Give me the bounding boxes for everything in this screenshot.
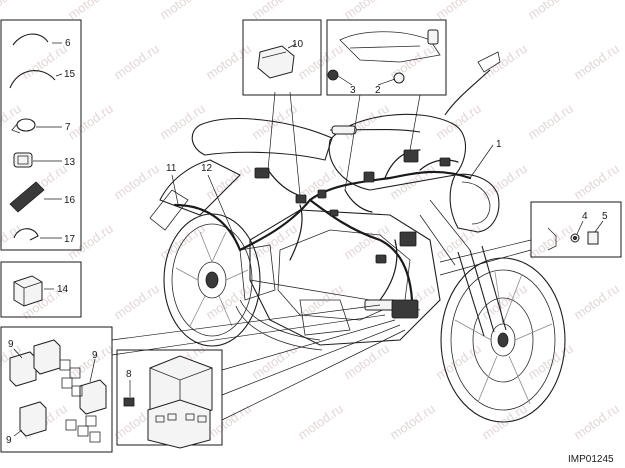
watermark-text: motod.ru xyxy=(525,0,576,22)
callout-15: 15 xyxy=(64,69,76,80)
detail-box-4-5 xyxy=(530,201,622,258)
watermark-text: motod.ru xyxy=(0,221,24,263)
detail-box-relays xyxy=(0,326,113,453)
watermark-text: motod.ru xyxy=(341,101,392,143)
watermark-text: motod.ru xyxy=(111,281,162,323)
watermark-text: motod.ru xyxy=(571,281,622,323)
watermark-text: motod.ru xyxy=(571,401,622,443)
detail-box-small-parts xyxy=(0,19,82,251)
watermark-text: motod.ru xyxy=(571,161,622,203)
detail-box-2-3 xyxy=(326,19,447,96)
watermark-text: motod.ru xyxy=(65,0,116,22)
callout-6: 6 xyxy=(65,38,71,49)
watermark-text: motod.ru xyxy=(249,341,300,383)
main-wiring-harness xyxy=(173,149,472,319)
callout-11: 11 xyxy=(166,163,177,174)
watermark-text: motod.ru xyxy=(157,0,208,22)
callout-3: 3 xyxy=(350,85,356,96)
callout-2: 2 xyxy=(375,85,381,96)
callout-14: 14 xyxy=(57,284,69,295)
watermark-text: motod.ru xyxy=(433,101,484,143)
watermark-text: motod.ru xyxy=(571,41,622,83)
figure-code: IMP01245 xyxy=(568,454,614,465)
watermark-text: motod.ru xyxy=(0,101,24,143)
detail-box-10 xyxy=(242,19,322,96)
watermark-text: motod.ru xyxy=(111,41,162,83)
watermark-text: motod.ru xyxy=(433,221,484,263)
watermark-text: motod.ru xyxy=(387,161,438,203)
motorcycle-outline xyxy=(149,51,566,423)
callout-10: 10 xyxy=(292,39,304,50)
callout-9-right: 9 xyxy=(92,350,98,361)
callout-9-top: 9 xyxy=(8,339,14,350)
callout-5: 5 xyxy=(602,211,608,222)
watermark-text: motod.ru xyxy=(295,401,346,443)
watermark-text: motod.ru xyxy=(65,341,116,383)
watermark-text: motod.ru xyxy=(203,41,254,83)
leader-lines xyxy=(111,91,532,421)
watermark-text: motod.ru xyxy=(525,221,576,263)
callout-13: 13 xyxy=(64,157,76,168)
watermark-text: motod.ru xyxy=(433,0,484,22)
callout-17: 17 xyxy=(64,234,76,245)
callout-labels: 1 2 3 4 5 6 7 8 9 9 9 10 11 12 13 14 15 … xyxy=(6,38,608,446)
callout-8: 8 xyxy=(126,369,132,380)
callout-1: 1 xyxy=(496,139,502,150)
watermark-text: motod.ru xyxy=(0,0,24,22)
watermark-text: motod.ru xyxy=(65,101,116,143)
callout-7: 7 xyxy=(65,122,71,133)
detail-box-fusebox xyxy=(116,349,223,449)
watermark-text: motod.ru xyxy=(341,341,392,383)
watermark-text: motod.ru xyxy=(341,0,392,22)
watermark-text: motod.ru xyxy=(19,41,70,83)
watermark-text: motod.ru xyxy=(111,161,162,203)
watermark-text: motod.ru xyxy=(387,401,438,443)
callout-4: 4 xyxy=(582,211,588,222)
callout-12: 12 xyxy=(201,163,213,174)
callout-9-bottom: 9 xyxy=(6,435,12,446)
watermark-text: motod.ru xyxy=(525,101,576,143)
watermark-text: motod.ru xyxy=(157,101,208,143)
watermark-text: motod.ru xyxy=(249,0,300,22)
watermark-text: motod.ru xyxy=(479,281,530,323)
watermark-text: motod.ru xyxy=(479,41,530,83)
detail-box-14 xyxy=(0,261,82,318)
callout-16: 16 xyxy=(64,195,76,206)
